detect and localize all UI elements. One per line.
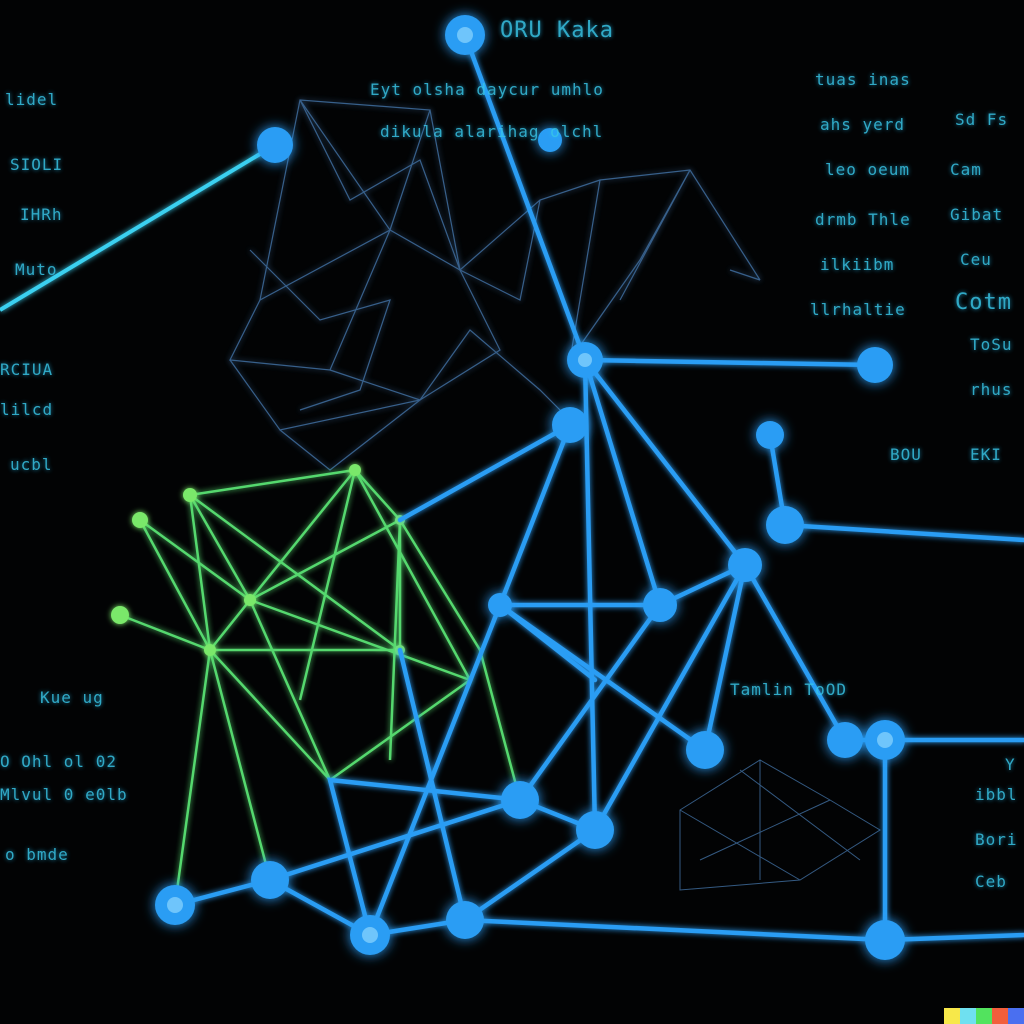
- watermark: [944, 1008, 1024, 1024]
- right-col-text-3: drmb Thle: [815, 210, 911, 229]
- lower-left-text-1: O Ohl ol 02: [0, 752, 117, 771]
- right-col-text-1: ahs yerd: [820, 115, 906, 134]
- right-col-text-4: ilkiibm: [820, 255, 895, 274]
- watermark-swatch: [944, 1008, 960, 1024]
- cyan-line: [0, 143, 277, 312]
- watermark-swatch: [992, 1008, 1008, 1024]
- far-right-text-2: Cam: [950, 160, 982, 179]
- bottom-right-text-2: Bori: [975, 830, 1018, 849]
- small-wireframe: [679, 759, 881, 891]
- bottom-right-text-0: Y: [1005, 755, 1016, 774]
- left-col-text-3: RCIUA: [0, 360, 54, 379]
- upper-mid-text-2: dikula alarihag olchl: [380, 122, 604, 141]
- lower-left-text-0: Kue ug: [40, 688, 104, 707]
- green-network: [119, 468, 522, 906]
- far-right-text-5: ToSu: [970, 335, 1013, 354]
- far-right-text-1: Cotm: [955, 290, 1012, 315]
- upper-mid-text: Eyt olsha daycur umhlo: [370, 80, 604, 99]
- top-center-text: ORU Kaka: [500, 18, 614, 43]
- lower-left-text-3: o bmde: [5, 845, 69, 864]
- left-col-text-1: IHRh: [20, 205, 63, 224]
- far-right-text-6: rhus: [970, 380, 1013, 399]
- watermark-swatch: [976, 1008, 992, 1024]
- bottom-right-text-1: ibbl: [975, 785, 1018, 804]
- far-right-text-3: Gibat: [950, 205, 1004, 224]
- left-col-text-4: lilcd: [0, 400, 54, 419]
- far-right-text-4: Ceu: [960, 250, 992, 269]
- blue-nodes: [155, 15, 905, 960]
- watermark-swatch: [1008, 1008, 1024, 1024]
- right-col-text-2: leo oeum: [825, 160, 911, 179]
- dark-wireframe: [229, 99, 761, 471]
- far-right-text-0: Sd Fs: [955, 110, 1009, 129]
- right-col-text-5: llrhaltie: [810, 300, 906, 319]
- far-right-text-7: BOU: [890, 445, 922, 464]
- left-col-text-6: lidel: [5, 90, 59, 109]
- left-col-text-5: ucbl: [10, 455, 53, 474]
- bottom-right-text-3: Ceb: [975, 872, 1007, 891]
- node-highlights: [167, 27, 893, 943]
- far-right-text-8: EKI: [970, 445, 1002, 464]
- left-col-text-0: SIOLI: [10, 155, 64, 174]
- watermark-swatch: [960, 1008, 976, 1024]
- right-col-text-0: tuas inas: [815, 70, 911, 89]
- green-nodes: [111, 464, 405, 656]
- left-col-text-2: Muto: [15, 260, 58, 279]
- lower-left-text-2: Mlvul 0 e0lb: [0, 785, 128, 804]
- mid-right-label: Tamlin ToOD: [730, 680, 847, 699]
